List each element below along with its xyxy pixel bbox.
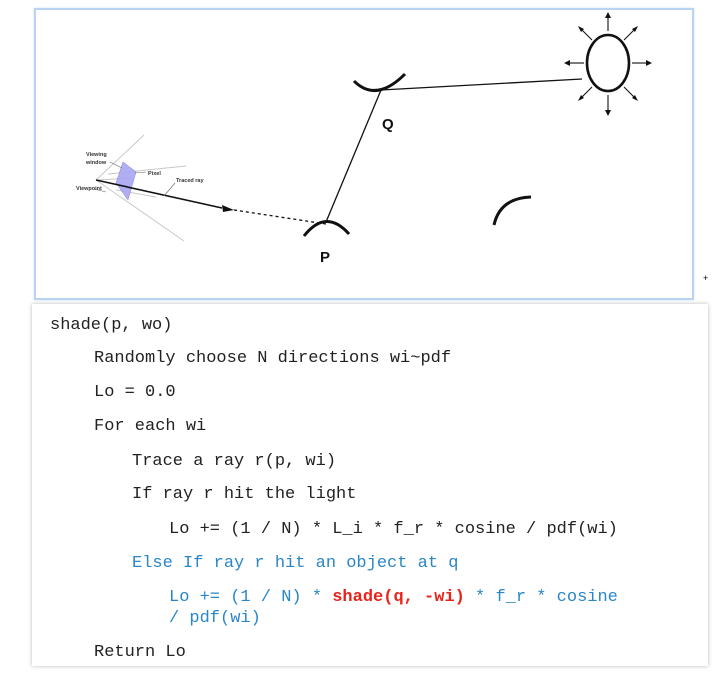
diagram-canvas: Viewing window Pixel Traced ray Viewpoin… [76,12,652,266]
camera-frustum [95,134,187,242]
ray-q-to-light [380,78,583,91]
code-line-direct-lighting: Lo += (1 / N) * L_i * f_r * cosine / pdf… [169,520,618,539]
code-fragment-suffix: * f_r * cosine [464,588,618,607]
ray-p-to-q [325,89,382,223]
code-line-trace-ray: Trace a ray r(p, wi) [132,452,337,471]
point-p-label: P [320,249,330,266]
surface-p-arc [302,220,351,237]
code-line-choose-directions: Randomly choose N directions wi~pdf [94,349,452,368]
code-line-return: Return Lo [94,643,186,662]
pixel-label: Pixel [148,171,161,177]
viewpoint-label: Viewpoint [76,186,102,192]
code-fragment-recursive-shade: shade(q, -wi) [332,588,465,607]
code-fragment-prefix: Lo += (1 / N) * [169,588,333,607]
code-line-init-lo: Lo = 0.0 [94,383,176,402]
surface-q-arc [352,72,407,92]
traced-ray [95,179,327,225]
code-line-for-each: For each wi [94,417,207,436]
pseudocode-block: shade(p, wo) Randomly choose N direction… [32,304,708,666]
stray-mark: + [703,273,709,283]
point-q-label: Q [382,116,394,133]
code-line-if-hit-light: If ray r hit the light [132,485,357,504]
light-source-icon [564,12,652,116]
code-line-indirect-lighting: Lo += (1 / N) * shade(q, -wi) * f_r * co… [169,588,618,608]
code-line-else-if-object: Else If ray r hit an object at q [132,554,459,573]
traced-ray-label: Traced ray [176,178,204,184]
viewing-window-label-2: window [85,160,107,166]
viewing-window-shape [115,161,137,201]
code-line-function-signature: shade(p, wo) [50,316,173,335]
code-line-indirect-pdf: / pdf(wi) [169,609,261,628]
surface-other-arc [492,195,532,226]
path-tracing-diagram: Viewing window Pixel Traced ray Viewpoin… [34,8,694,300]
viewing-window-label-1: Viewing [86,152,107,158]
